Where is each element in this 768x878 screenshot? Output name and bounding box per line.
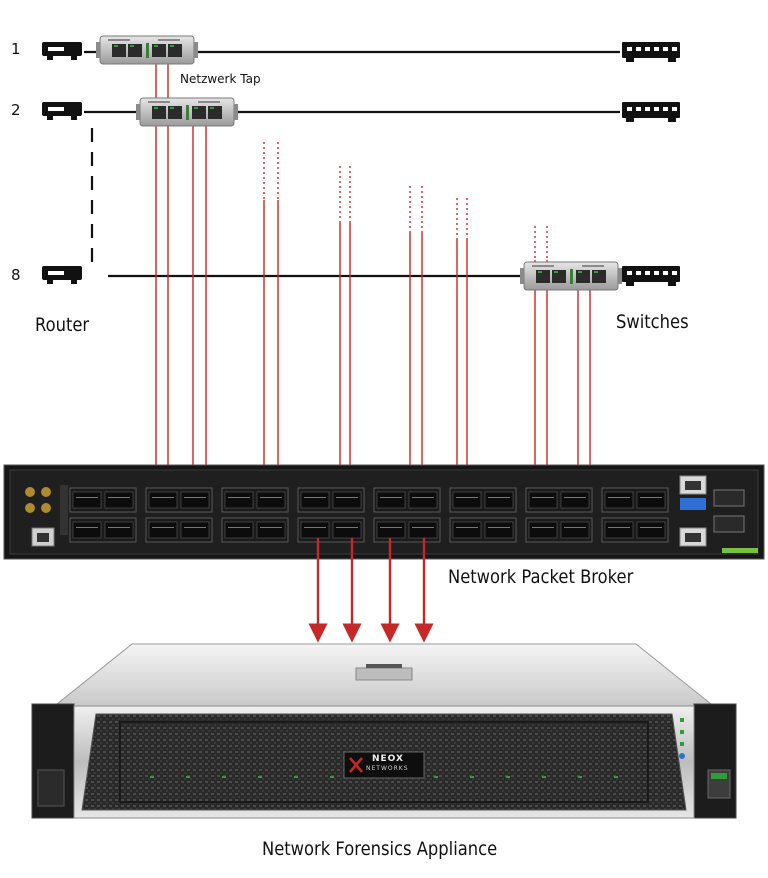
tap-monitor-lines bbox=[155, 56, 591, 502]
router-icon-2 bbox=[42, 102, 82, 120]
broker-to-appliance-arrows bbox=[308, 538, 434, 643]
tap-label: Netzwerk Tap bbox=[180, 72, 261, 86]
packet-broker-label: Network Packet Broker bbox=[448, 566, 634, 588]
forensics-appliance-label: Network Forensics Appliance bbox=[262, 838, 498, 860]
brand-line2: NETWORKS bbox=[366, 765, 409, 772]
packet-broker-device bbox=[3, 464, 765, 560]
switches-label: Switches bbox=[616, 311, 689, 333]
row-label-1: 1 bbox=[11, 40, 21, 58]
switch-icon-2 bbox=[622, 102, 680, 122]
router-icon-1 bbox=[42, 42, 82, 60]
network-links bbox=[84, 50, 620, 278]
network-tap-icon-8 bbox=[519, 261, 623, 291]
row-label-8: 8 bbox=[11, 266, 21, 284]
row-label-2: 2 bbox=[11, 101, 21, 119]
network-tap-icon-2 bbox=[135, 97, 239, 127]
router-label: Router bbox=[35, 314, 90, 336]
brand-line1: NEOX bbox=[372, 754, 404, 764]
switch-icon-1 bbox=[622, 42, 680, 62]
network-tap-icon-1 bbox=[95, 35, 199, 65]
router-icon-8 bbox=[42, 266, 82, 284]
forensics-appliance-device bbox=[31, 643, 737, 819]
switch-icon-8 bbox=[622, 266, 680, 286]
tap-continuation-dots bbox=[263, 142, 548, 260]
